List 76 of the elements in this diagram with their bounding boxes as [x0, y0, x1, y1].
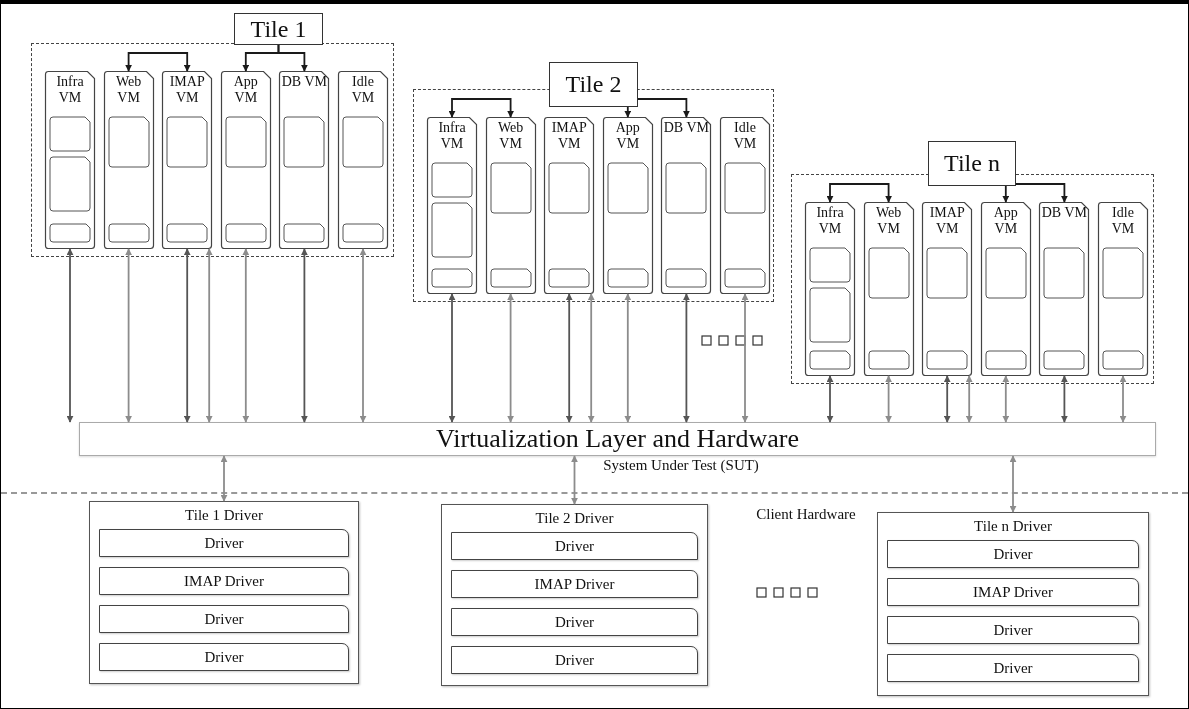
connector-arrow: [826, 183, 893, 203]
driver-box: IMAP Driver: [99, 567, 349, 595]
driver-group-panel: [441, 504, 708, 686]
vm-label: DB VM: [1041, 205, 1088, 222]
driver-group-title: Tile n Driver: [973, 518, 1053, 535]
connector-arrow: [448, 293, 456, 423]
driver-box: Driver: [99, 605, 349, 633]
vm-label: Web VM: [874, 205, 903, 238]
driver-box: Driver: [887, 654, 1139, 682]
vm-label: DB VM: [663, 120, 710, 137]
connector-arrow: [1015, 183, 1068, 203]
connector-arrow: [885, 375, 893, 423]
connector-arrow: [943, 375, 951, 423]
driver-box: Driver: [887, 540, 1139, 568]
driver-box: Driver: [887, 616, 1139, 644]
connector-arrow: [277, 44, 308, 72]
connector-arrow: [1060, 375, 1068, 423]
vm-label: Web VM: [496, 120, 525, 153]
tile-label-box: Tile 2: [549, 62, 638, 107]
tile-label-box: Tile n: [928, 141, 1016, 186]
driver-box: Driver: [451, 532, 698, 560]
section-label: Client Hardware: [755, 506, 857, 523]
connector-arrow: [125, 52, 191, 72]
connector-arrow: [587, 293, 595, 423]
driver-box: Driver: [99, 643, 349, 671]
connector-arrow: [205, 248, 213, 423]
connector-arrow: [1002, 375, 1010, 423]
vm-label: Infra VM: [55, 74, 85, 107]
vm-label: IMAP VM: [168, 74, 206, 107]
connector-arrow: [1119, 375, 1127, 423]
connector-arrow: [300, 248, 308, 423]
connector-arrow: [220, 455, 228, 502]
driver-group-panel: [877, 512, 1149, 696]
vm-label: App VM: [992, 205, 1019, 238]
driver-box: Driver: [451, 646, 698, 674]
vm-label: Idle VM: [732, 120, 758, 153]
connector-arrow: [1002, 185, 1010, 203]
driver-box: IMAP Driver: [887, 578, 1139, 606]
tile-boundary: [31, 43, 394, 257]
driver-box: IMAP Driver: [451, 570, 698, 598]
vm-label: App VM: [232, 74, 259, 107]
vm-label: Idle VM: [1110, 205, 1136, 238]
vm-label: Infra VM: [815, 205, 845, 238]
vm-label: DB VM: [281, 74, 328, 91]
vm-label: Idle VM: [350, 74, 376, 107]
driver-group-title: Tile 1 Driver: [184, 507, 264, 524]
connector-arrow: [448, 98, 515, 118]
tile-label-box: Tile 1: [234, 13, 323, 45]
connector-arrow: [565, 293, 573, 423]
vm-label: App VM: [614, 120, 641, 153]
connector-arrow: [359, 248, 367, 423]
tile-boundary: [791, 174, 1154, 384]
driver-group-title: Tile 2 Driver: [534, 510, 615, 527]
connector-arrow: [826, 375, 834, 423]
driver-box: Driver: [99, 529, 349, 557]
connector-arrow: [242, 248, 250, 423]
driver-box: Driver: [451, 608, 698, 636]
section-label: System Under Test (SUT): [602, 457, 760, 474]
virtualization-layer-bar: Virtualization Layer and Hardware: [79, 422, 1156, 456]
connector-arrow: [637, 98, 690, 118]
driver-group-panel: [89, 501, 359, 684]
connector-arrow: [571, 455, 578, 505]
connector-arrow: [1009, 455, 1017, 513]
vm-label: Infra VM: [437, 120, 467, 153]
connector-arrow: [66, 248, 74, 423]
vm-label: IMAP VM: [550, 120, 588, 153]
connector-arrow: [682, 293, 690, 423]
connector-arrow: [965, 375, 973, 423]
connector-arrow: [624, 106, 632, 118]
connector-arrow: [507, 293, 515, 423]
connector-arrow: [183, 248, 191, 423]
connector-arrow: [125, 248, 133, 423]
connector-arrow: [624, 293, 632, 423]
vm-label: IMAP VM: [928, 205, 966, 238]
connector-arrow: [741, 293, 749, 423]
vm-label: Web VM: [114, 74, 143, 107]
